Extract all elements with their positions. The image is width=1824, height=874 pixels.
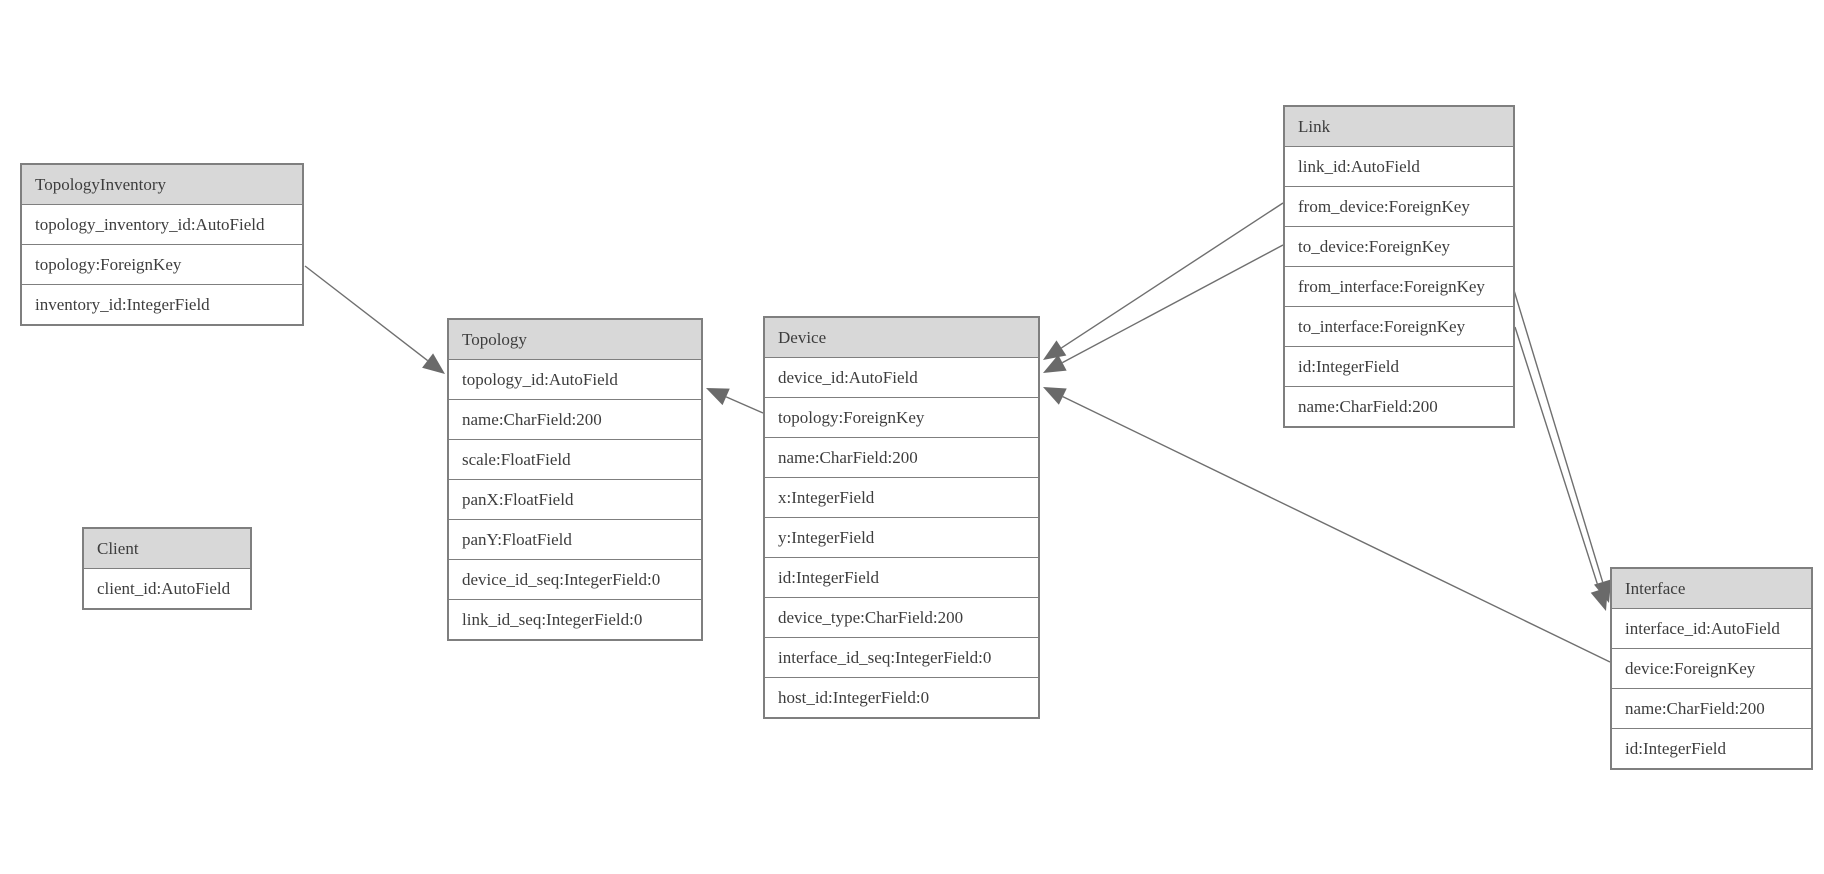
- entity-field-row: name:CharField:200: [1285, 386, 1513, 426]
- arrowhead-icon: [1043, 387, 1067, 405]
- entity-title: Device: [765, 318, 1038, 358]
- entity-field-row: topology_id:AutoField: [449, 360, 701, 399]
- entity-title: TopologyInventory: [22, 165, 302, 205]
- edge-link-from_device-to-device: [1043, 202, 1284, 360]
- entity-field-row: scale:FloatField: [449, 439, 701, 479]
- edge-topologyinventory-topology-to-topology: [304, 265, 445, 374]
- entity-title: Link: [1285, 107, 1513, 147]
- entity-field-row: device:ForeignKey: [1612, 648, 1811, 688]
- entity-field-row: inventory_id:IntegerField: [22, 284, 302, 324]
- entity-title: Topology: [449, 320, 701, 360]
- entity-field-row: from_interface:ForeignKey: [1285, 266, 1513, 306]
- entity-field-row: id:IntegerField: [1285, 346, 1513, 386]
- entity-field-row: from_device:ForeignKey: [1285, 186, 1513, 226]
- entity-field-row: host_id:IntegerField:0: [765, 677, 1038, 717]
- relationship-line: [304, 265, 429, 362]
- relationship-line: [1512, 286, 1604, 583]
- entity-field-row: topology_inventory_id:AutoField: [22, 205, 302, 244]
- edge-device-topology-to-topology: [706, 388, 764, 414]
- arrowhead-icon: [1590, 587, 1608, 611]
- entity-field-row: topology:ForeignKey: [22, 244, 302, 284]
- entity-field-row: link_id_seq:IntegerField:0: [449, 599, 701, 639]
- arrowhead-icon: [422, 353, 445, 374]
- arrowhead-icon: [1043, 340, 1067, 360]
- edge-link-to_interface-to-interface: [1514, 326, 1608, 611]
- entity-title: Interface: [1612, 569, 1811, 609]
- entity-field-row: panY:FloatField: [449, 519, 701, 559]
- entity-field-row: y:IntegerField: [765, 517, 1038, 557]
- entity-field-row: client_id:AutoField: [84, 569, 250, 608]
- entity-field-row: name:CharField:200: [449, 399, 701, 439]
- entity-field-row: id:IntegerField: [1612, 728, 1811, 768]
- relationship-line: [725, 396, 764, 414]
- entity-field-row: x:IntegerField: [765, 477, 1038, 517]
- entity-field-row: interface_id:AutoField: [1612, 609, 1811, 648]
- edge-link-from_interface-to-interface: [1512, 286, 1612, 603]
- entity-field-row: to_device:ForeignKey: [1285, 226, 1513, 266]
- arrowhead-icon: [706, 388, 730, 406]
- relationship-line: [1061, 202, 1284, 349]
- edge-link-to_device-to-device: [1043, 244, 1284, 373]
- entity-field-row: name:CharField:200: [1612, 688, 1811, 728]
- entity-field-row: link_id:AutoField: [1285, 147, 1513, 186]
- relationship-line: [1062, 395, 1611, 663]
- entity-title: Client: [84, 529, 250, 569]
- entity-field-row: to_interface:ForeignKey: [1285, 306, 1513, 346]
- entity-field-row: name:CharField:200: [765, 437, 1038, 477]
- entity-field-row: id:IntegerField: [765, 557, 1038, 597]
- entity-field-row: device_id_seq:IntegerField:0: [449, 559, 701, 599]
- relationship-line: [1514, 326, 1600, 591]
- entity-field-row: device_id:AutoField: [765, 358, 1038, 397]
- edge-interface-device-to-device: [1043, 387, 1611, 663]
- entity-field-row: device_type:CharField:200: [765, 597, 1038, 637]
- arrowhead-icon: [1043, 354, 1067, 373]
- entity-field-row: topology:ForeignKey: [765, 397, 1038, 437]
- entity-field-row: interface_id_seq:IntegerField:0: [765, 637, 1038, 677]
- entity-field-row: panX:FloatField: [449, 479, 701, 519]
- relationship-line: [1062, 244, 1284, 364]
